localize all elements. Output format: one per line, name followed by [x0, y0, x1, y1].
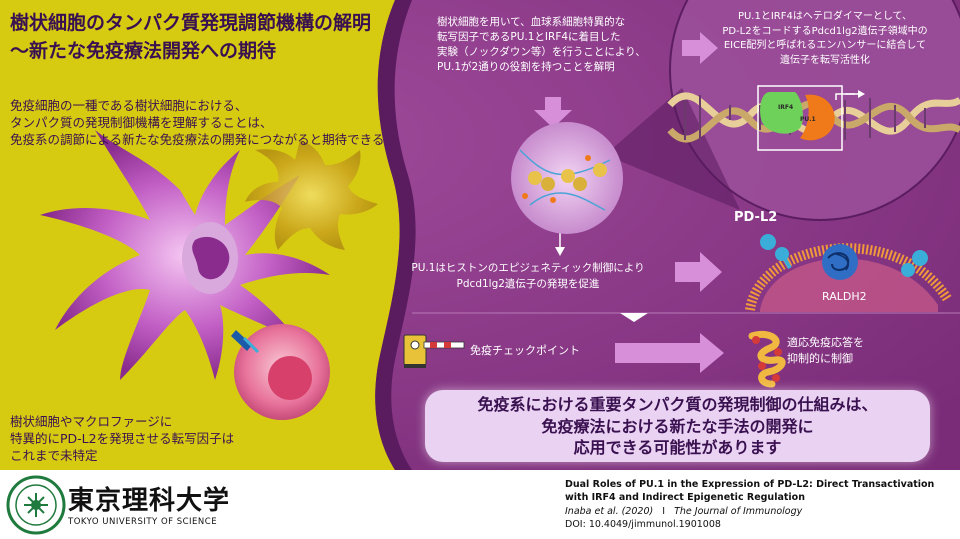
pu1-label: PU.1 [800, 116, 816, 123]
journal-name: The Journal of Immunology [674, 505, 803, 517]
raldh2-label: RALDH2 [822, 290, 867, 303]
chromatin [519, 149, 611, 211]
raldh2-protein [822, 244, 858, 280]
suppression-text: 適応免疫応答を 抑制的に制御 [787, 336, 864, 365]
mechanism-text: 樹状細胞を用いて、血球系細胞特異的な 転写因子であるPU.1とIRF4に着目した… [437, 16, 646, 73]
transcription-arrow [835, 93, 858, 100]
authors: Inaba et al. (2020) [565, 505, 654, 517]
flow-arrows [534, 32, 724, 373]
pu1-protein [800, 94, 835, 141]
university-name-ja: 東京理科大学 [68, 486, 231, 516]
zoom-cone [605, 88, 740, 210]
university-name-en: TOKYO UNIVERSITY OF SCIENCE [68, 517, 218, 527]
unknown-factor-text: 樹状細胞やマクロファージに 特異的にPD-L2を発現させる転写因子は これまで未… [10, 414, 235, 463]
university-seal-logo [6, 475, 66, 535]
footer-area [0, 470, 960, 539]
macrophage [245, 140, 378, 250]
reference-block: Dual Roles of PU.1 in the Expression of … [565, 478, 955, 531]
dendritic-cell [40, 130, 330, 380]
chevron-down-icon [620, 313, 648, 322]
eice-box [757, 85, 843, 151]
page-title: 樹状細胞のタンパク質発現調節機構の解明 〜新たな免疫療法開発への期待 [10, 12, 372, 62]
pdl2-label: PD-L2 [734, 210, 778, 225]
intestine-icon [748, 331, 786, 388]
irf4-protein [760, 92, 803, 134]
conclusion-box: 免疫系における重要タンパク質の発現制御の仕組みは、 免疫療法における新たな手法の… [425, 390, 930, 462]
checkpoint-label: 免疫チェックポイント [470, 344, 580, 357]
intro-text: 免疫細胞の一種である樹状細胞における、 タンパク質の発現制御機構を理解することは… [10, 98, 385, 147]
t-cell [231, 324, 330, 420]
citation-line: Inaba et al. (2020) I The Journal of Imm… [565, 505, 955, 518]
barrier-gate-icon [403, 334, 465, 368]
citation-separator: I [662, 505, 666, 517]
heterodimer-text: PU.1とIRF4はヘテロダイマーとして、 PD-L2をコードするPdcd1lg… [722, 11, 928, 66]
pdl2-protein [760, 234, 928, 277]
epigenetic-text: PU.1はヒストンのエピジェネティック制御により Pdcd1lg2遺伝子の発現を… [411, 262, 645, 290]
doi-link[interactable]: DOI: 10.4049/jimmunol.1901008 [565, 518, 721, 530]
separator-band [375, 0, 416, 470]
irf4-label: IRF4 [778, 104, 794, 111]
paper-title: Dual Roles of PU.1 in the Expression of … [565, 479, 935, 504]
